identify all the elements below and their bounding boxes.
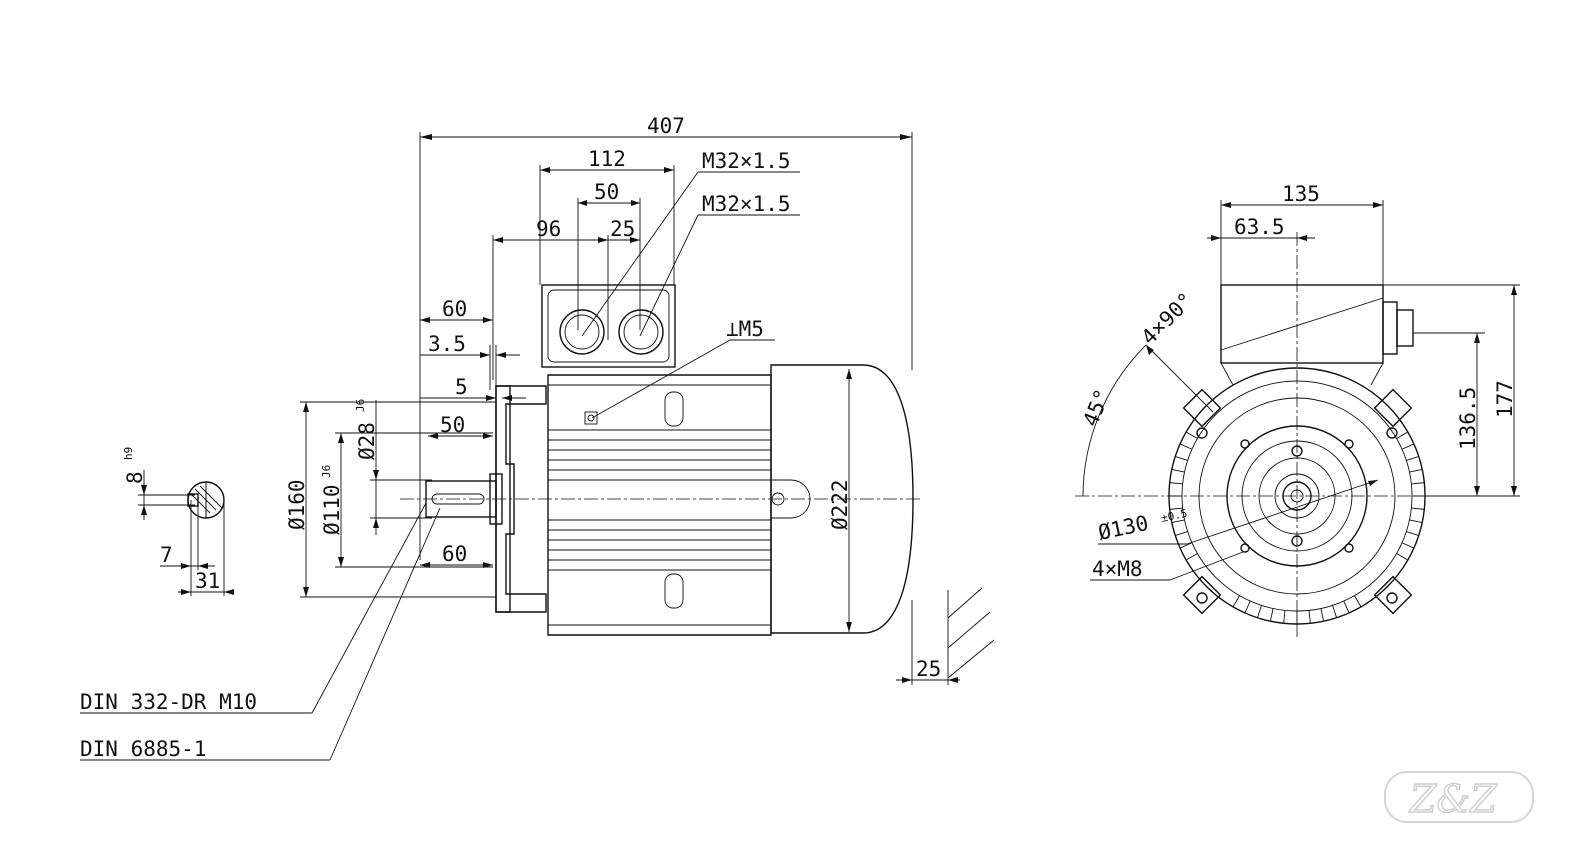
fin xyxy=(1171,519,1185,524)
fin xyxy=(1169,507,1183,510)
fin xyxy=(1257,605,1262,618)
spigot-tol-label: J6 xyxy=(320,465,333,478)
watermark-text: Z&Z xyxy=(1409,777,1497,821)
angle-label: 45° xyxy=(1078,386,1114,430)
gland-spacing-label: 50 xyxy=(594,180,619,204)
bottom-60-label: 60 xyxy=(442,542,467,566)
fin xyxy=(1175,531,1188,536)
end-height-136-5-label: 136.5 xyxy=(1456,387,1480,450)
key-width-label: 8 xyxy=(123,471,147,484)
fin xyxy=(1411,507,1425,510)
end-holes-label: 4×M8 xyxy=(1092,557,1143,581)
box-width-label: 112 xyxy=(588,147,626,171)
fin xyxy=(1244,600,1251,614)
shaft-height-label: 31 xyxy=(195,569,220,593)
fin xyxy=(1185,553,1198,561)
shoulder-5-label: 5 xyxy=(455,375,468,399)
fin xyxy=(1185,431,1198,439)
end-height-177-label: 177 xyxy=(1493,380,1517,418)
spigot-depth-label: 25 xyxy=(916,657,941,681)
center-hole-note: DIN 332-DR M10 xyxy=(80,690,257,714)
end-box-width-label: 135 xyxy=(1282,182,1320,206)
fin xyxy=(1175,456,1188,461)
spigot-diameter-label: Ø110 xyxy=(320,484,344,535)
end-view: 135 63.5 136.5 177 45° 4×90° Ø130 ±0.5 4… xyxy=(1075,182,1520,640)
key-tol-label: h9 xyxy=(122,447,135,460)
fin xyxy=(1343,600,1350,614)
fin xyxy=(1308,610,1311,624)
frame-diameter-label: Ø222 xyxy=(828,479,852,530)
gland-thread-2-label: M32×1.5 xyxy=(702,192,791,216)
fin xyxy=(1169,482,1183,485)
fin xyxy=(1396,553,1409,561)
fin xyxy=(1232,595,1240,608)
fin xyxy=(1332,605,1337,618)
key-section: 8 h9 7 31 xyxy=(122,447,234,596)
shaft-diameter-label: Ø28 xyxy=(355,422,379,460)
fin xyxy=(1411,482,1425,485)
side-view: 407 112 50 96 25 M32×1.5 M32×1.5 ⊥M5 xyxy=(80,114,995,761)
shoulder-3-5-label: 3.5 xyxy=(428,332,466,356)
key-depth-label: 7 xyxy=(160,543,173,567)
end-box-offset-label: 63.5 xyxy=(1234,215,1285,239)
box-offset-label: 25 xyxy=(610,217,635,241)
fin xyxy=(1401,542,1415,549)
fin xyxy=(1401,443,1415,450)
brand-logo: Z&Z xyxy=(1384,771,1534,823)
end-spigot-tol-label: ±0.5 xyxy=(1160,507,1189,525)
fin xyxy=(1283,610,1286,624)
gland-thread-1-label: M32×1.5 xyxy=(702,149,791,173)
end-fins xyxy=(1169,431,1425,624)
fin xyxy=(1179,542,1193,549)
key-note: DIN 6885-1 xyxy=(80,737,206,761)
fin xyxy=(1320,608,1325,622)
shaft-tol-label: J6 xyxy=(354,399,367,412)
fin xyxy=(1396,431,1409,439)
fin xyxy=(1406,531,1419,536)
flange-pcd-label: Ø160 xyxy=(285,479,309,530)
fin xyxy=(1409,519,1423,524)
fin xyxy=(1171,468,1185,473)
end-spigot-dia-label: Ø130 xyxy=(1096,511,1150,545)
shaft-length-60-label: 60 xyxy=(442,297,467,321)
overall-length-label: 407 xyxy=(647,114,685,138)
earth-thread-label: ⊥M5 xyxy=(726,317,764,341)
fin xyxy=(1179,443,1193,450)
frame-fins xyxy=(548,384,771,626)
box-center-label: 96 xyxy=(536,217,561,241)
fin xyxy=(1354,595,1362,608)
bolt-pattern-label: 4×90° xyxy=(1137,288,1199,350)
fin xyxy=(1406,456,1419,461)
fin xyxy=(1409,468,1423,473)
fin xyxy=(1269,608,1274,622)
